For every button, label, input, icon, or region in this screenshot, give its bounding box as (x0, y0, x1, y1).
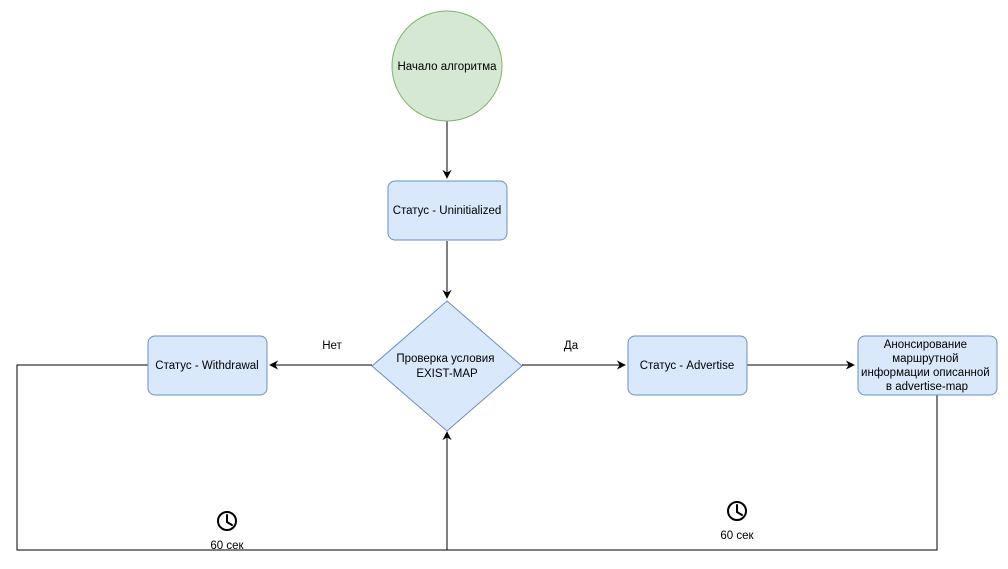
announce-node: Анонсирование маршрутной информации опис… (857, 335, 998, 396)
clock-icon (217, 511, 237, 531)
announce-label-line-2: маршрутной (892, 353, 958, 365)
edge-withdrawal-loop-back (16, 364, 452, 551)
timer-left-label: 60 сек (210, 540, 244, 552)
announce-node-label: Анонсирование маршрутной информации опис… (861, 339, 993, 393)
edge-label-yes: Да (564, 340, 579, 352)
timer-right-label: 60 сек (720, 530, 754, 542)
timer-left: 60 сек (210, 511, 245, 552)
withdrawal-node: Статус - Withdrawal (147, 335, 268, 396)
start-node: Начало алгоритма (391, 10, 503, 122)
advertise-node-label: Статус - Advertise (640, 360, 735, 372)
edge-label-no: Нет (322, 340, 342, 352)
decision-label-line-1: Проверка условия (396, 353, 494, 365)
decision-label-line-2: EXIST-MAP (416, 368, 478, 380)
timer-right: 60 сек (720, 501, 755, 542)
clock-icon (727, 501, 747, 521)
edge-announce-loop-back (447, 395, 938, 551)
uninitialized-node: Статус - Uninitialized (387, 180, 508, 241)
announce-label-line-3: информации описанной (861, 367, 990, 379)
start-node-label: Начало алгоритма (397, 61, 497, 73)
decision-node: Проверка условия EXIST-MAP (371, 300, 523, 432)
decision-node-label: Проверка условия EXIST-MAP (396, 353, 497, 380)
advertise-node: Статус - Advertise (627, 335, 748, 396)
announce-label-line-1: Анонсирование (884, 339, 967, 351)
uninitialized-node-label: Статус - Uninitialized (393, 205, 502, 217)
withdrawal-node-label: Статус - Withdrawal (155, 360, 258, 372)
announce-label-line-4: в advertise-map (886, 381, 968, 393)
